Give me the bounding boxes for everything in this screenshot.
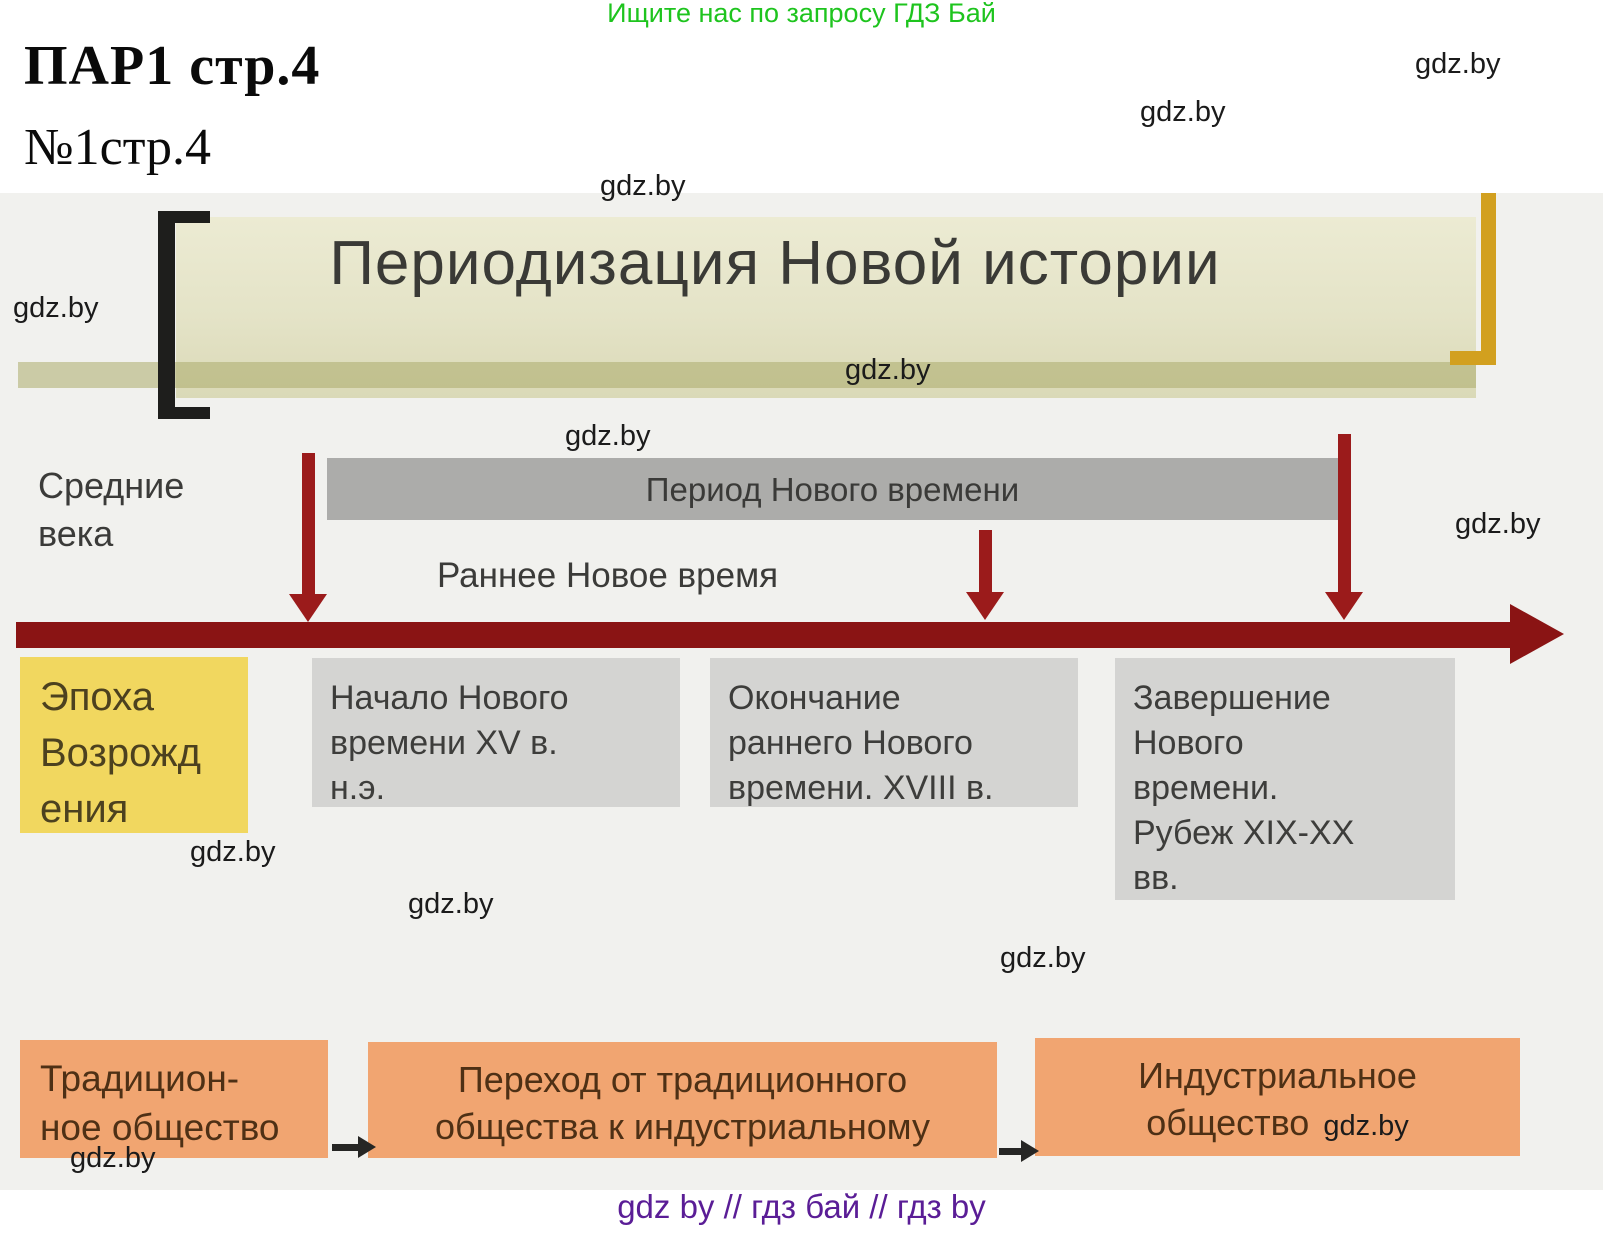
transition-arrow-1-line	[332, 1144, 360, 1151]
traditional-society-box: Традицион- ное общество	[20, 1040, 328, 1158]
renaissance-era-box: Эпоха Возрожд ения	[20, 657, 248, 833]
medieval-ages-label: Средние века	[38, 465, 185, 554]
boundary-arrow-start-head	[289, 594, 327, 622]
transition-arrow-2-head	[1021, 1140, 1039, 1162]
industrial-society-line2: общество	[1146, 1102, 1310, 1143]
timeline-axis	[16, 622, 1512, 648]
boundary-arrow-start-line	[302, 453, 315, 599]
watermark: gdz.by	[600, 170, 686, 202]
promo-banner: Ищите нас по запросу ГДЗ Бай	[607, 0, 996, 28]
new-time-period-bar: Период Нового времени	[327, 458, 1338, 520]
industrial-society-box: Индустриальное общество gdz.by	[1035, 1038, 1520, 1156]
watermark: gdz.by	[565, 420, 651, 452]
period-box-completion: Завершение Нового времени. Рубеж XIX-XX …	[1115, 658, 1455, 900]
watermark: gdz.by	[1415, 48, 1501, 80]
diagram-title: Периодизация Новой истории	[329, 229, 1221, 298]
watermark-inline: gdz.by	[1323, 1110, 1409, 1142]
period-box-end-early: Окончание раннего Нового времени. XVIII …	[710, 658, 1078, 807]
decorative-stripe	[18, 362, 1476, 388]
boundary-arrow-middle-head	[966, 592, 1004, 620]
transition-arrow-2-line	[999, 1148, 1023, 1155]
exercise-number: №1стр.4	[24, 119, 212, 176]
period-box-start: Начало Нового времени XV в. н.э.	[312, 658, 680, 807]
watermark: gdz.by	[190, 836, 276, 868]
watermark: gdz.by	[1000, 942, 1086, 974]
watermark: gdz.by	[845, 354, 931, 386]
transition-society-box: Переход от традиционного общества к инду…	[368, 1042, 997, 1158]
watermark: gdz.by	[70, 1142, 156, 1174]
boundary-arrow-middle-line	[979, 530, 992, 592]
transition-arrow-1-head	[358, 1136, 376, 1158]
right-bracket-decoration	[1450, 193, 1496, 365]
footer-watermark: gdz by // гдз бай // гдз by	[617, 1188, 986, 1225]
industrial-society-line1: Индустриальное	[1138, 1055, 1417, 1096]
watermark: gdz.by	[408, 888, 494, 920]
page-title: ПАР1 стр.4	[24, 35, 321, 97]
watermark: gdz.by	[1140, 96, 1226, 128]
left-bracket-decoration	[158, 211, 210, 419]
watermark: gdz.by	[13, 292, 99, 324]
watermark: gdz.by	[1455, 508, 1541, 540]
early-modern-label: Раннее Новое время	[437, 556, 779, 595]
timeline-arrowhead-icon	[1510, 604, 1564, 664]
boundary-arrow-end-head	[1325, 592, 1363, 620]
boundary-arrow-end-line	[1338, 434, 1351, 592]
